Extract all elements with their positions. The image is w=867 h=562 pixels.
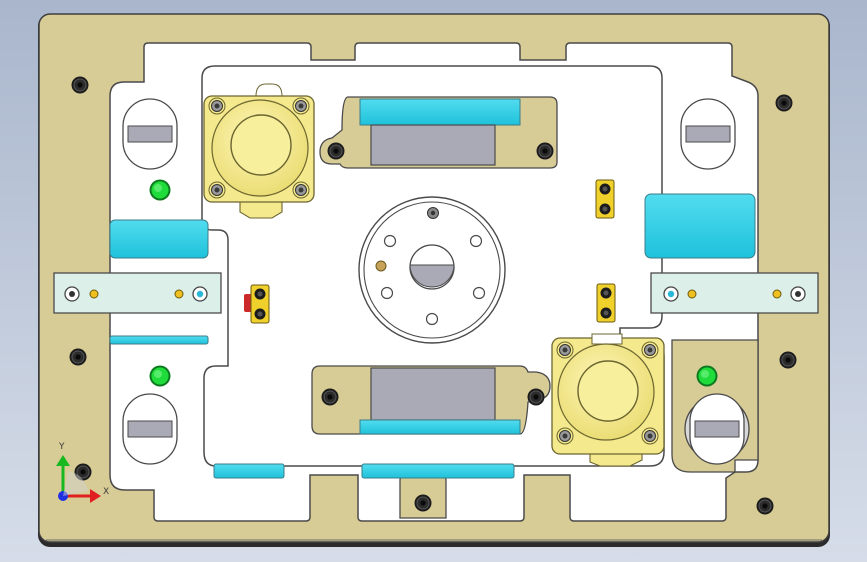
round-pockets [122,98,750,465]
clamp-cylinder-bottom-right[interactable] [551,333,665,467]
xyz-triad-icon [56,455,101,503]
right-side-strip[interactable] [650,272,819,314]
upper-slot-boss[interactable] [319,96,558,169]
clamp-cylinder-top-left[interactable] [203,83,315,219]
center-ring-locator[interactable] [358,196,506,344]
clamp-bars[interactable] [244,179,616,324]
lower-slot-boss[interactable] [311,365,551,435]
axis-x-label: X [103,487,110,497]
left-side-strip[interactable] [53,272,222,314]
cyan-support-blocks [109,193,756,479]
axis-y-label: Y [59,442,65,452]
